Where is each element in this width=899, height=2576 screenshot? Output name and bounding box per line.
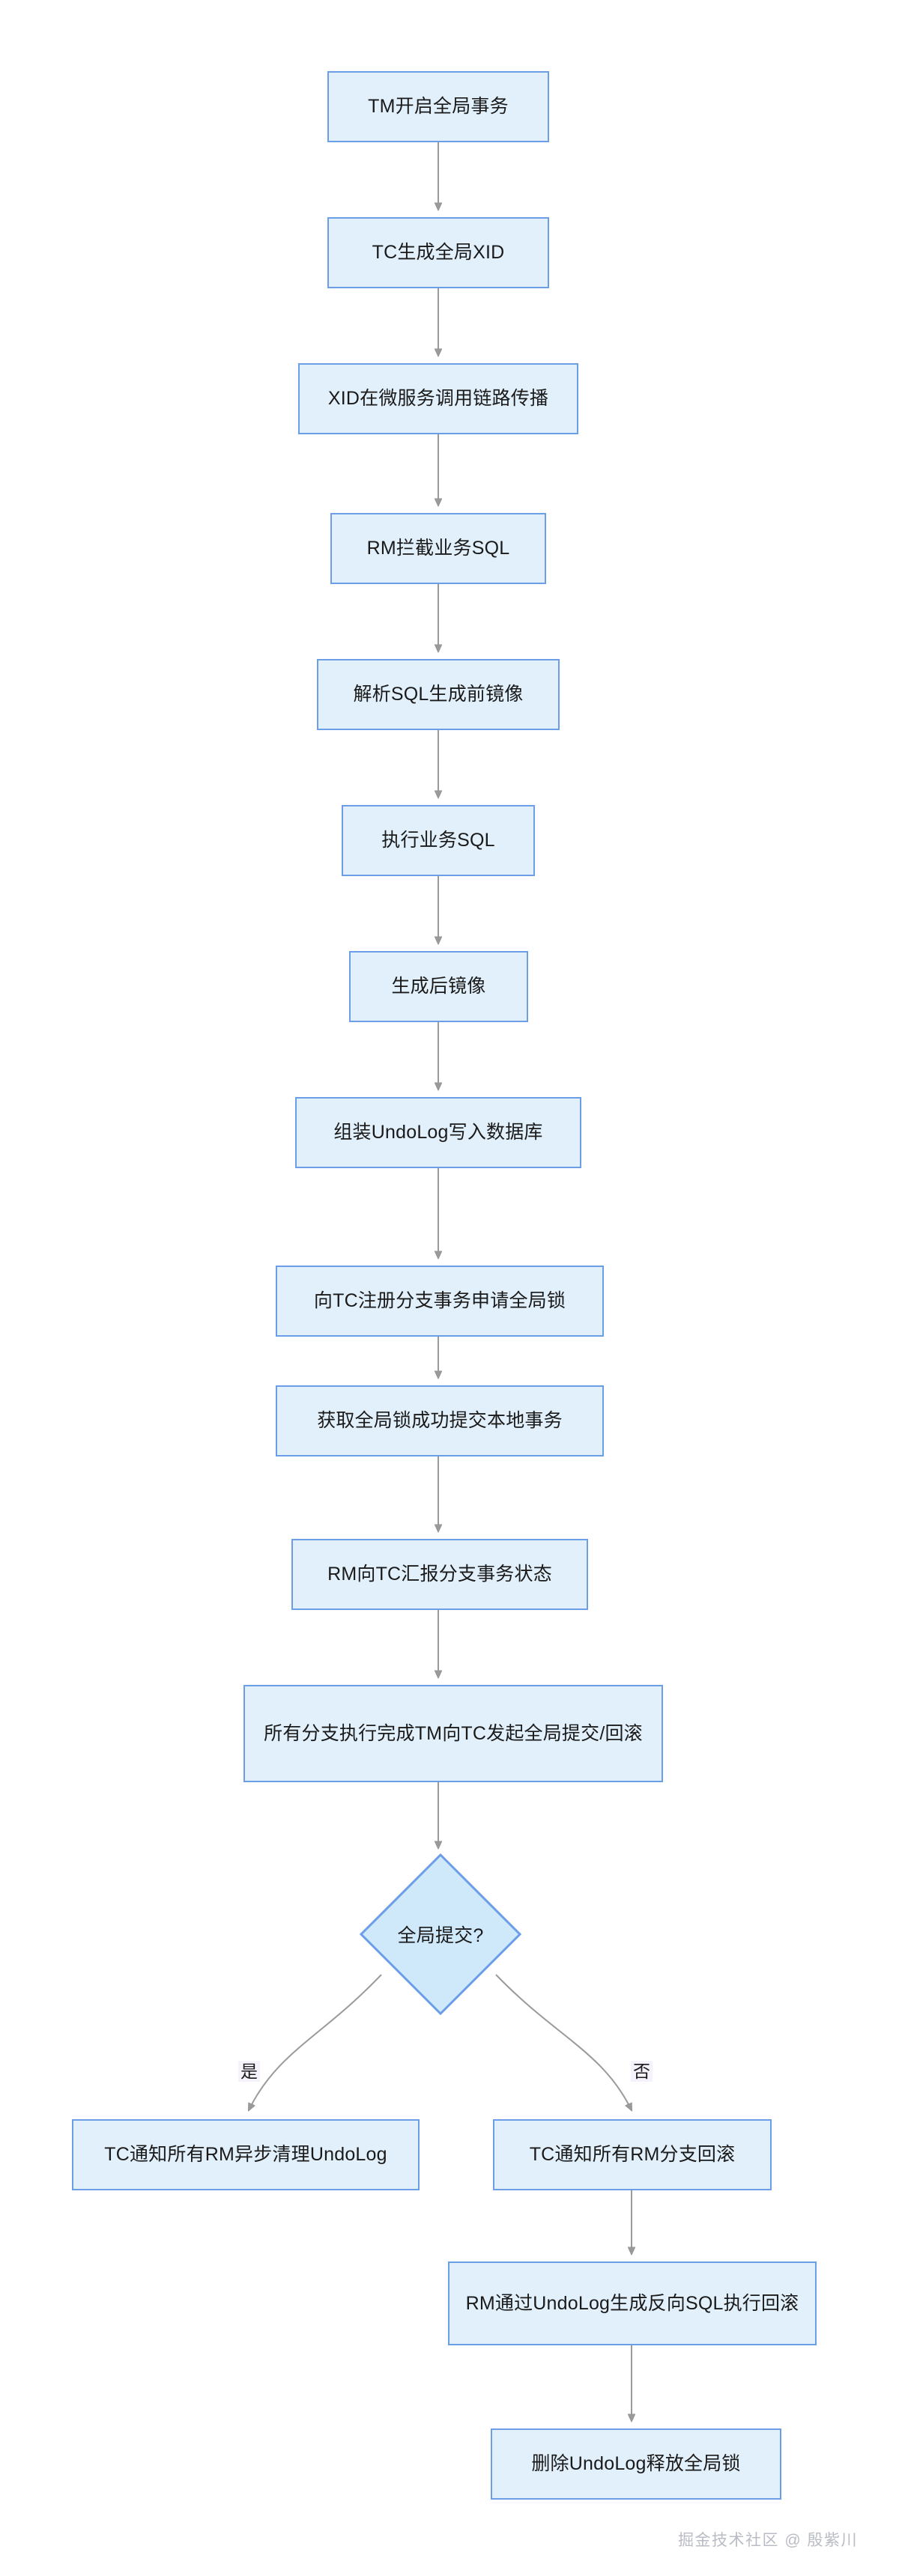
node-label: 组装UndoLog写入数据库 xyxy=(333,1122,543,1143)
node-execute-business-sql[interactable]: 执行业务SQL xyxy=(342,805,535,876)
node-label: 删除UndoLog释放全局锁 xyxy=(531,2453,741,2474)
node-label: 解析SQL生成前镜像 xyxy=(353,684,524,705)
node-label: 生成后镜像 xyxy=(391,976,486,997)
node-tm-begin-global-transaction[interactable]: TM开启全局事务 xyxy=(327,71,549,142)
node-label: TC生成全局XID xyxy=(372,242,505,263)
edge-label-yes: 是 xyxy=(238,2061,260,2083)
node-tc-notify-rm-async-clean-undolog[interactable]: TC通知所有RM异步清理UndoLog xyxy=(72,2119,420,2190)
node-acquire-lock-commit-local-transaction[interactable]: 获取全局锁成功提交本地事务 xyxy=(276,1385,604,1456)
node-generate-after-image[interactable]: 生成后镜像 xyxy=(349,951,528,1022)
node-label: TC通知所有RM异步清理UndoLog xyxy=(104,2144,387,2165)
node-tc-notify-rm-branch-rollback[interactable]: TC通知所有RM分支回滚 xyxy=(493,2119,772,2190)
node-assemble-undolog-write-db[interactable]: 组装UndoLog写入数据库 xyxy=(295,1097,581,1168)
node-rm-intercept-business-sql[interactable]: RM拦截业务SQL xyxy=(330,513,546,584)
node-label: TC通知所有RM分支回滚 xyxy=(529,2144,736,2165)
node-rm-generate-reverse-sql-rollback[interactable]: RM通过UndoLog生成反向SQL执行回滚 xyxy=(448,2261,817,2345)
node-label: RM通过UndoLog生成反向SQL执行回滚 xyxy=(465,2292,799,2314)
node-label: 向TC注册分支事务申请全局锁 xyxy=(313,1290,566,1311)
node-delete-undolog-release-global-lock[interactable]: 删除UndoLog释放全局锁 xyxy=(491,2428,781,2500)
node-tc-generate-global-xid[interactable]: TC生成全局XID xyxy=(327,217,549,288)
diamond-shape xyxy=(360,1853,521,2015)
node-rm-report-branch-status[interactable]: RM向TC汇报分支事务状态 xyxy=(291,1539,588,1610)
node-register-branch-apply-global-lock[interactable]: 向TC注册分支事务申请全局锁 xyxy=(276,1266,604,1337)
node-xid-propagate-microservice-chain[interactable]: XID在微服务调用链路传播 xyxy=(298,363,578,434)
node-all-branches-done-tm-initiate-commit-or-rollback[interactable]: 所有分支执行完成TM向TC发起全局提交/回滚 xyxy=(243,1685,663,1782)
node-label: XID在微服务调用链路传播 xyxy=(327,388,549,409)
node-label: 所有分支执行完成TM向TC发起全局提交/回滚 xyxy=(264,1722,643,1744)
watermark: 掘金技术社区 @ 殷紫川 xyxy=(678,2532,858,2549)
edge-label-no: 否 xyxy=(631,2061,653,2083)
node-label: 全局提交? xyxy=(397,1925,484,1946)
node-parse-sql-generate-before-image[interactable]: 解析SQL生成前镜像 xyxy=(317,659,560,730)
node-label: 执行业务SQL xyxy=(381,830,495,851)
node-label: RM拦截业务SQL xyxy=(366,538,510,559)
node-decision-global-commit[interactable]: 全局提交? xyxy=(360,1853,521,2015)
node-label: TM开启全局事务 xyxy=(368,96,509,117)
node-label: 获取全局锁成功提交本地事务 xyxy=(317,1410,563,1431)
node-label: RM向TC汇报分支事务状态 xyxy=(327,1564,552,1585)
